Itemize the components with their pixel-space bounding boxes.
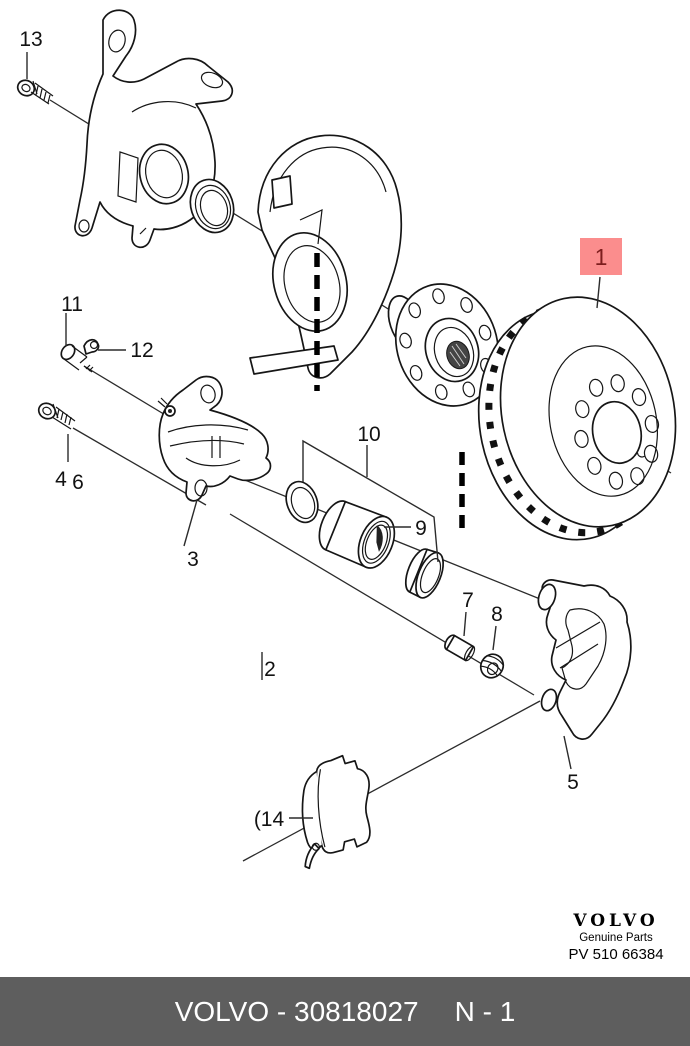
callout-6[interactable]: 6: [72, 471, 84, 494]
callout-leader-lines: [26, 52, 601, 819]
guide-pin-drawing: [444, 634, 476, 662]
brake-caliper-drawing: [157, 375, 272, 502]
callout-5[interactable]: 5: [567, 771, 579, 794]
footer-part-number: VOLVO - 30818027: [174, 995, 419, 1027]
callout-7[interactable]: 7: [462, 589, 474, 612]
footer-page-ref: N - 1: [454, 995, 516, 1027]
callout-1[interactable]: 1: [595, 244, 608, 270]
knuckle-bolt-drawing: [16, 79, 54, 105]
callout-13[interactable]: 13: [19, 28, 42, 51]
volvo-logo: VOLVO: [573, 911, 659, 931]
callout-12[interactable]: 12: [130, 339, 153, 362]
callout-3[interactable]: 3: [187, 548, 199, 571]
callout-14[interactable]: (14: [254, 808, 285, 831]
callout-10[interactable]: 10: [357, 423, 380, 446]
wheel-hub-drawing: [387, 283, 500, 407]
hub-seal-ring-drawing: [189, 178, 235, 234]
callout-2[interactable]: 2: [264, 658, 276, 681]
guide-pin-bushing-drawing: [479, 653, 505, 679]
steering-knuckle-drawing: [74, 9, 234, 249]
caliper-bracket-drawing: [537, 579, 632, 740]
genuine-parts-label: Genuine Parts: [579, 932, 653, 944]
callout-4[interactable]: 4: [55, 468, 67, 491]
callout-11[interactable]: 11: [61, 293, 83, 316]
parts-diagram-canvas: 1 13 11 12 4 6 3 10 9 2 7 8 5 (14: [16, 9, 677, 870]
brake-disc-drawing: [477, 296, 677, 541]
footer-bar: VOLVO - 30818027 N - 1: [0, 977, 690, 1046]
caliper-bolt-drawing: [37, 402, 76, 430]
abs-sensor-drawing: [60, 338, 100, 373]
plate-code: PV 510 66384: [568, 946, 664, 963]
callout-9[interactable]: 9: [415, 517, 427, 540]
splash-shield-drawing: [249, 134, 403, 391]
genuine-parts-plate: VOLVO Genuine Parts PV 510 66384: [552, 911, 680, 963]
caliper-piston-drawing: [318, 500, 396, 569]
piston-seal-drawing: [285, 480, 319, 524]
dust-boot-drawing: [404, 548, 445, 599]
highlighted-callout-box[interactable]: [580, 238, 622, 275]
brake-pad-drawing: [301, 754, 371, 870]
callout-8[interactable]: 8: [491, 603, 503, 626]
